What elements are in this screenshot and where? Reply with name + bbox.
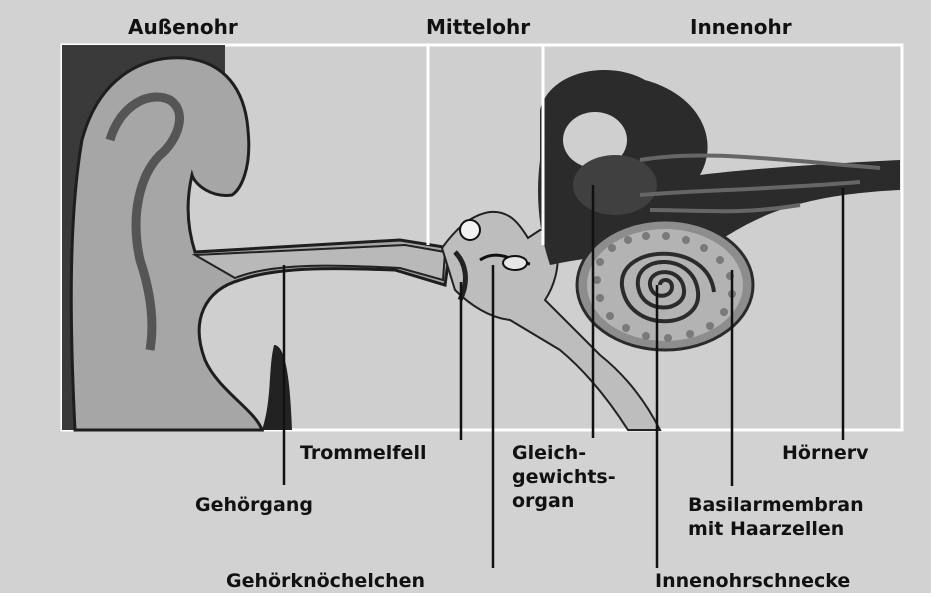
label-balance-line-2: gewichts- xyxy=(512,466,616,488)
vestibule xyxy=(573,155,657,215)
label-balance-line-3: organ xyxy=(512,490,574,512)
header-inner-ear: Innenohr xyxy=(690,16,792,38)
label-eardrum: Trommelfell xyxy=(300,442,426,464)
label-ossicles: Gehörknöchelchen xyxy=(226,570,425,592)
label-basilar-line-1: Basilarmembran xyxy=(688,494,864,516)
header-outer-ear: Außenohr xyxy=(128,16,238,38)
label-ear-canal: Gehörgang xyxy=(195,494,313,516)
header-middle-ear: Mittelohr xyxy=(426,16,530,38)
label-basilar-line-2: mit Haarzellen xyxy=(688,518,844,540)
page-border-right xyxy=(931,0,937,597)
page-border-bottom xyxy=(0,593,937,597)
label-cochlea: Innenohrschnecke xyxy=(655,570,850,592)
malleus-head xyxy=(460,220,480,240)
label-balance-line-1: Gleich- xyxy=(512,442,586,464)
label-auditory-nerve: Hörnerv xyxy=(782,442,869,464)
stapes xyxy=(503,256,527,270)
